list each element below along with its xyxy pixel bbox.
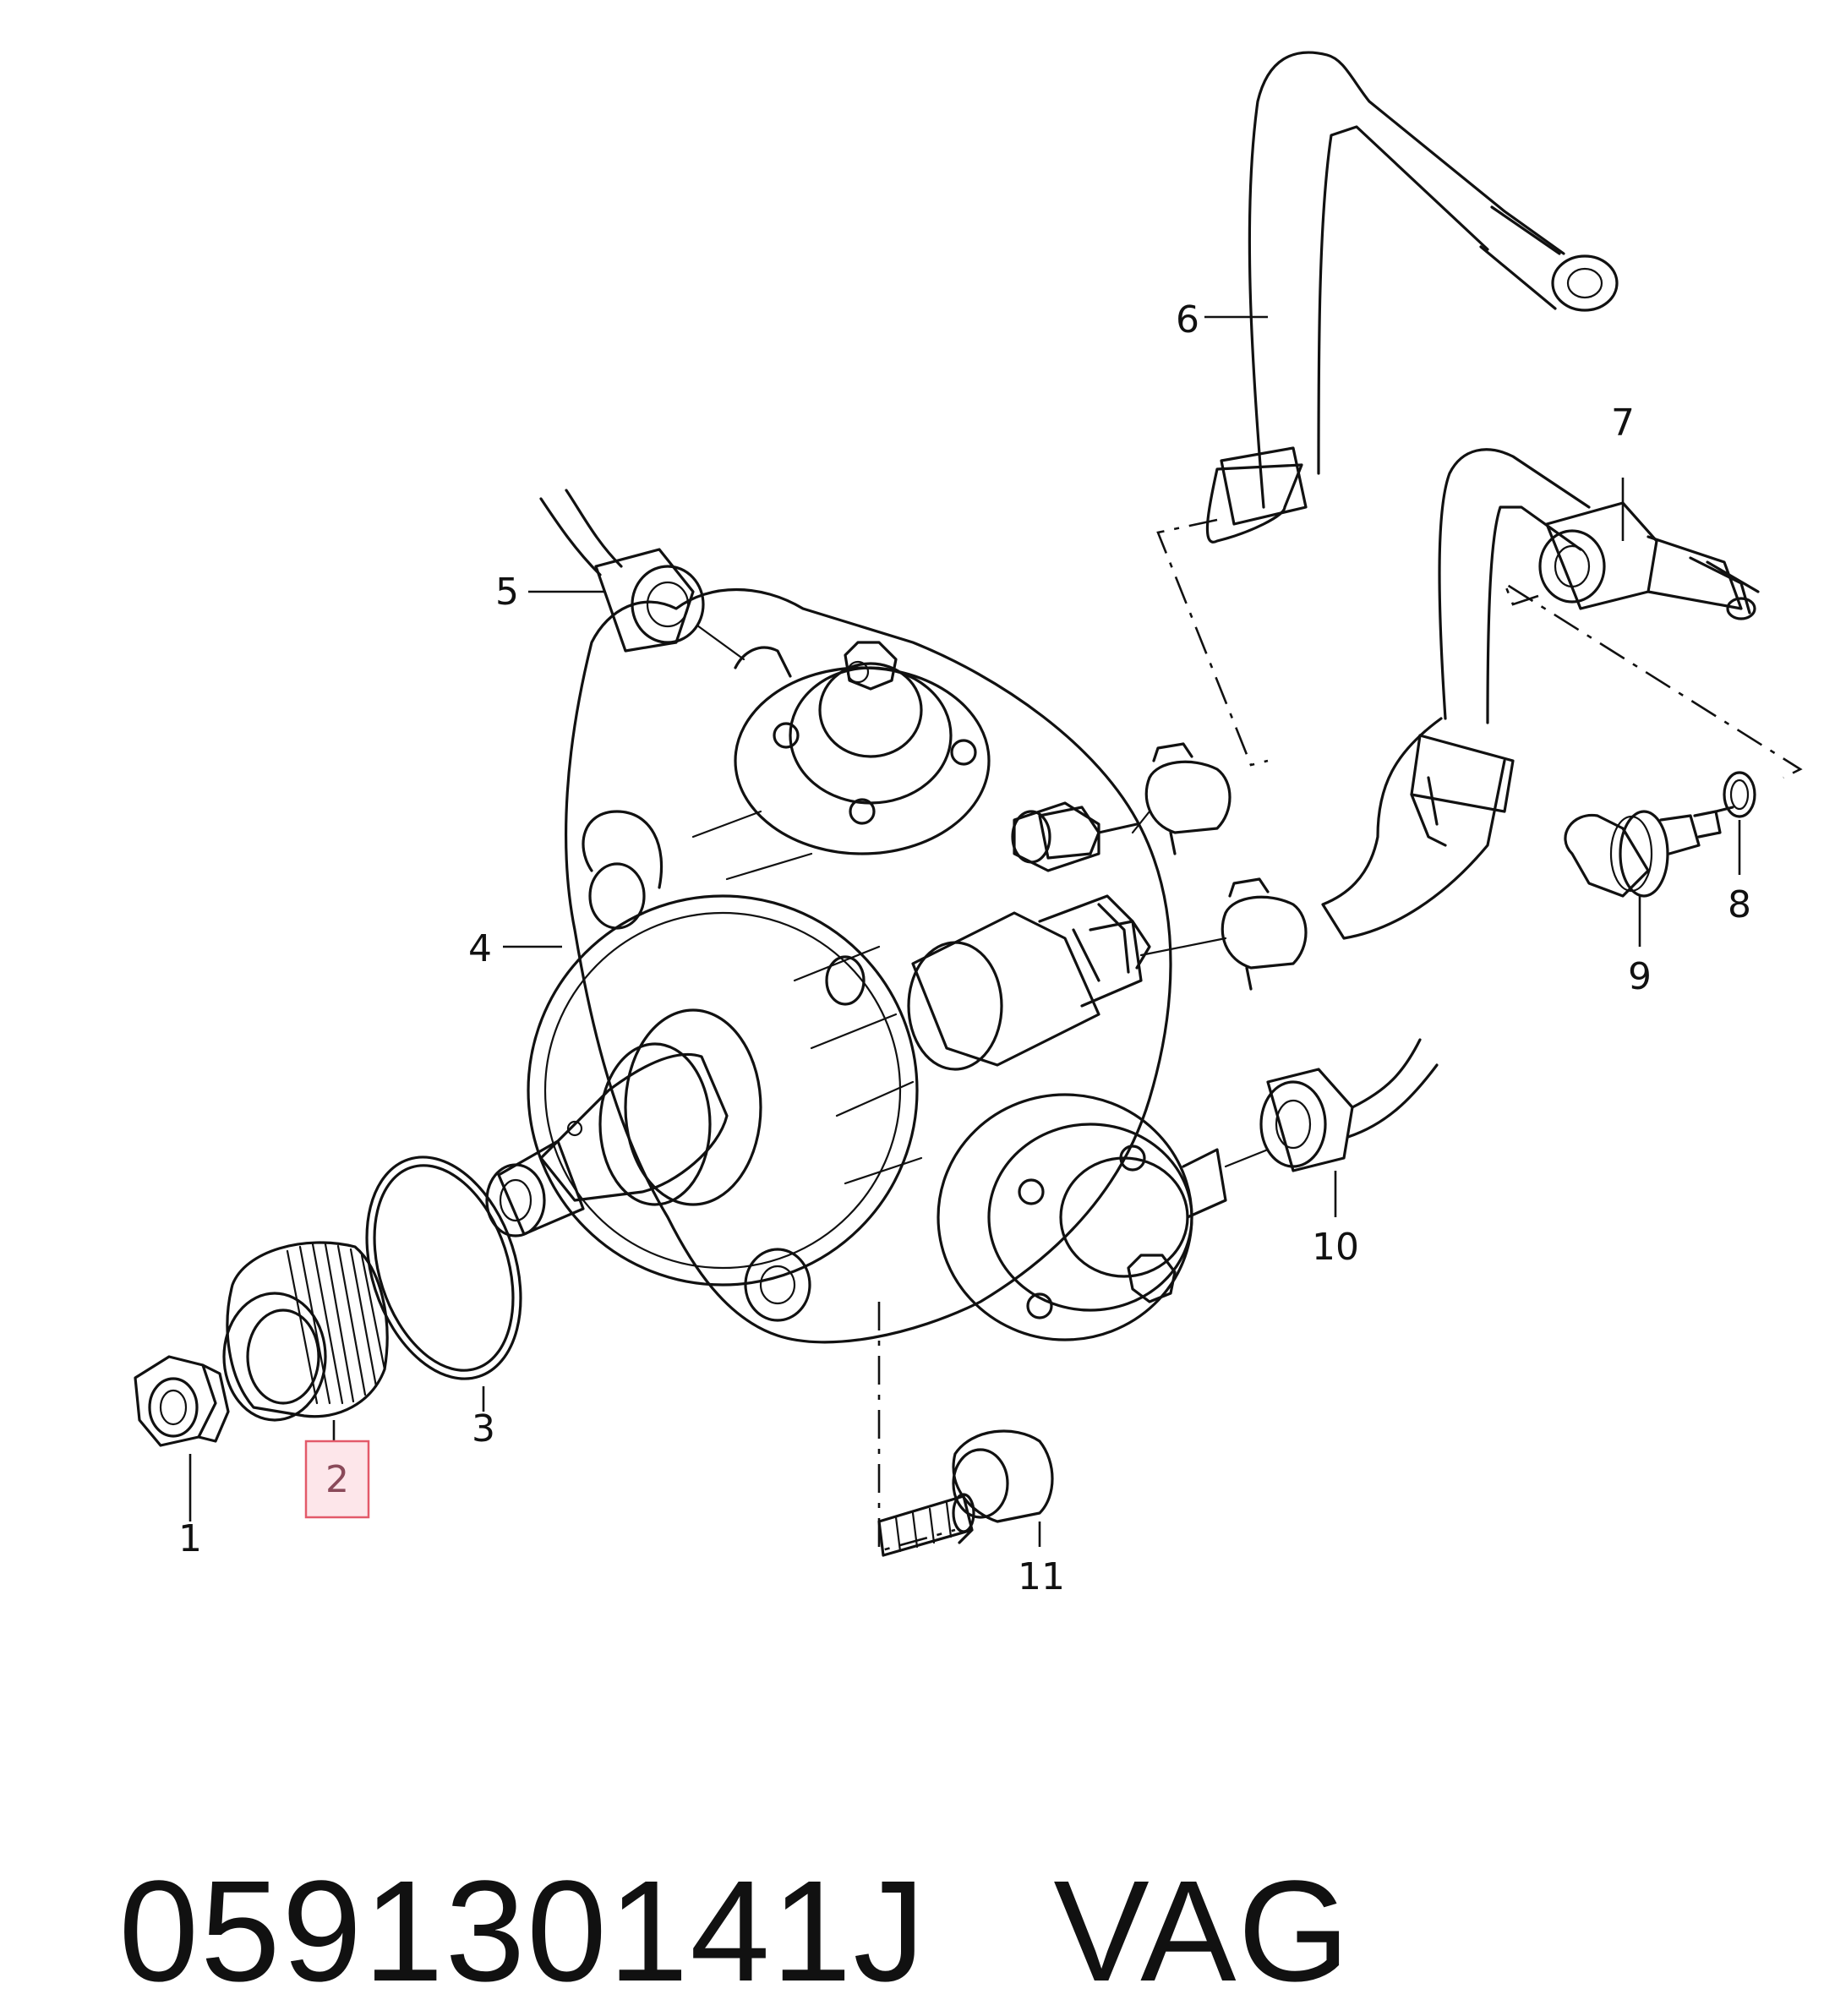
part-6-hose[interactable] — [1205, 51, 1619, 544]
exploded-parts-diagram: 1 2 3 4 5 6 7 8 9 10 11 — [134, 51, 1803, 1598]
part-4-pump-body[interactable] — [485, 588, 1227, 1344]
part-5-fitting[interactable] — [539, 489, 745, 661]
callout-7: 7 — [1611, 402, 1635, 445]
part-11-bolt[interactable] — [877, 1429, 1054, 1557]
brand-name: VAG — [1053, 1851, 1352, 2012]
leader-lines — [188, 315, 1741, 1547]
callout-8: 8 — [1728, 883, 1751, 926]
part-1-nut[interactable] — [134, 1355, 230, 1447]
callout-9: 9 — [1628, 955, 1652, 998]
callout-6: 6 — [1176, 298, 1199, 341]
callout-10: 10 — [1312, 1226, 1359, 1269]
assembly-lines — [877, 518, 1803, 1553]
callout-5: 5 — [495, 571, 519, 614]
part-8-seal-ring[interactable] — [1723, 771, 1756, 818]
part-2-gear[interactable] — [222, 1241, 389, 1422]
callout-1: 1 — [178, 1517, 202, 1560]
callout-2-highlight-box — [304, 1440, 370, 1519]
hose-clamps — [1038, 742, 1308, 991]
part-7-connector-hose[interactable] — [1321, 448, 1760, 940]
callout-2: 2 — [325, 1458, 349, 1501]
callout-labels: 1 2 3 4 5 6 7 8 9 10 11 — [178, 298, 1751, 1598]
part-3-o-ring[interactable] — [340, 1137, 547, 1398]
part-9-sensor[interactable] — [1564, 806, 1734, 898]
callout-3: 3 — [472, 1407, 495, 1451]
part-number: 059130141J — [118, 1851, 927, 2012]
part-10-fitting[interactable] — [1224, 1038, 1439, 1172]
callout-4: 4 — [468, 927, 492, 970]
callout-11: 11 — [1018, 1555, 1065, 1598]
part-number-caption: 059130141J VAG — [35, 1678, 1352, 2012]
